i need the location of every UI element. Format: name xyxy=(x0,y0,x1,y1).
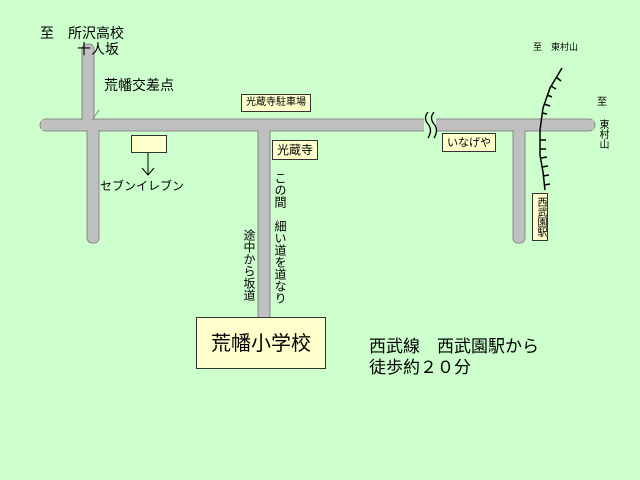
slope-midway-label: 途中から坂道 xyxy=(242,229,256,301)
narrow-road-label: この間 細い道を道なり xyxy=(273,172,287,304)
shop-label: いなげや xyxy=(442,133,496,152)
seven-eleven-marker xyxy=(131,135,167,153)
dest-higashimurayama-top-label: 至 東村山 xyxy=(533,43,579,53)
intersection-label: 荒幡交差点 xyxy=(104,78,174,94)
directions-line1: 西武線 西武園駅から xyxy=(369,337,539,357)
main-road-overlay xyxy=(41,120,594,130)
station-label: 西武園駅 xyxy=(532,193,548,241)
wavy-break-icon xyxy=(424,111,438,139)
directions-line2: 徒歩約２０分 xyxy=(369,358,471,378)
temple-label: 光蔵寺 xyxy=(272,140,319,160)
parking-label: 光蔵寺駐車場 xyxy=(241,94,311,112)
dest-higashimurayama-right-mark: 至 xyxy=(597,97,607,108)
dest-tokorozawa-label: 至 所沢高校 xyxy=(40,26,124,42)
railway-track-icon xyxy=(539,67,563,191)
school-label: 荒幡小学校 xyxy=(196,317,326,369)
road-to-school xyxy=(257,124,271,323)
road-south-station xyxy=(512,124,526,244)
down-arrow-icon xyxy=(141,152,155,176)
road-south-intersection xyxy=(86,122,100,244)
dest-higashimurayama-right-label: 東村山 xyxy=(597,119,608,149)
slope-10nin-label: 十人坂 xyxy=(77,42,119,58)
seven-eleven-label: セブンイレブン xyxy=(100,179,185,193)
